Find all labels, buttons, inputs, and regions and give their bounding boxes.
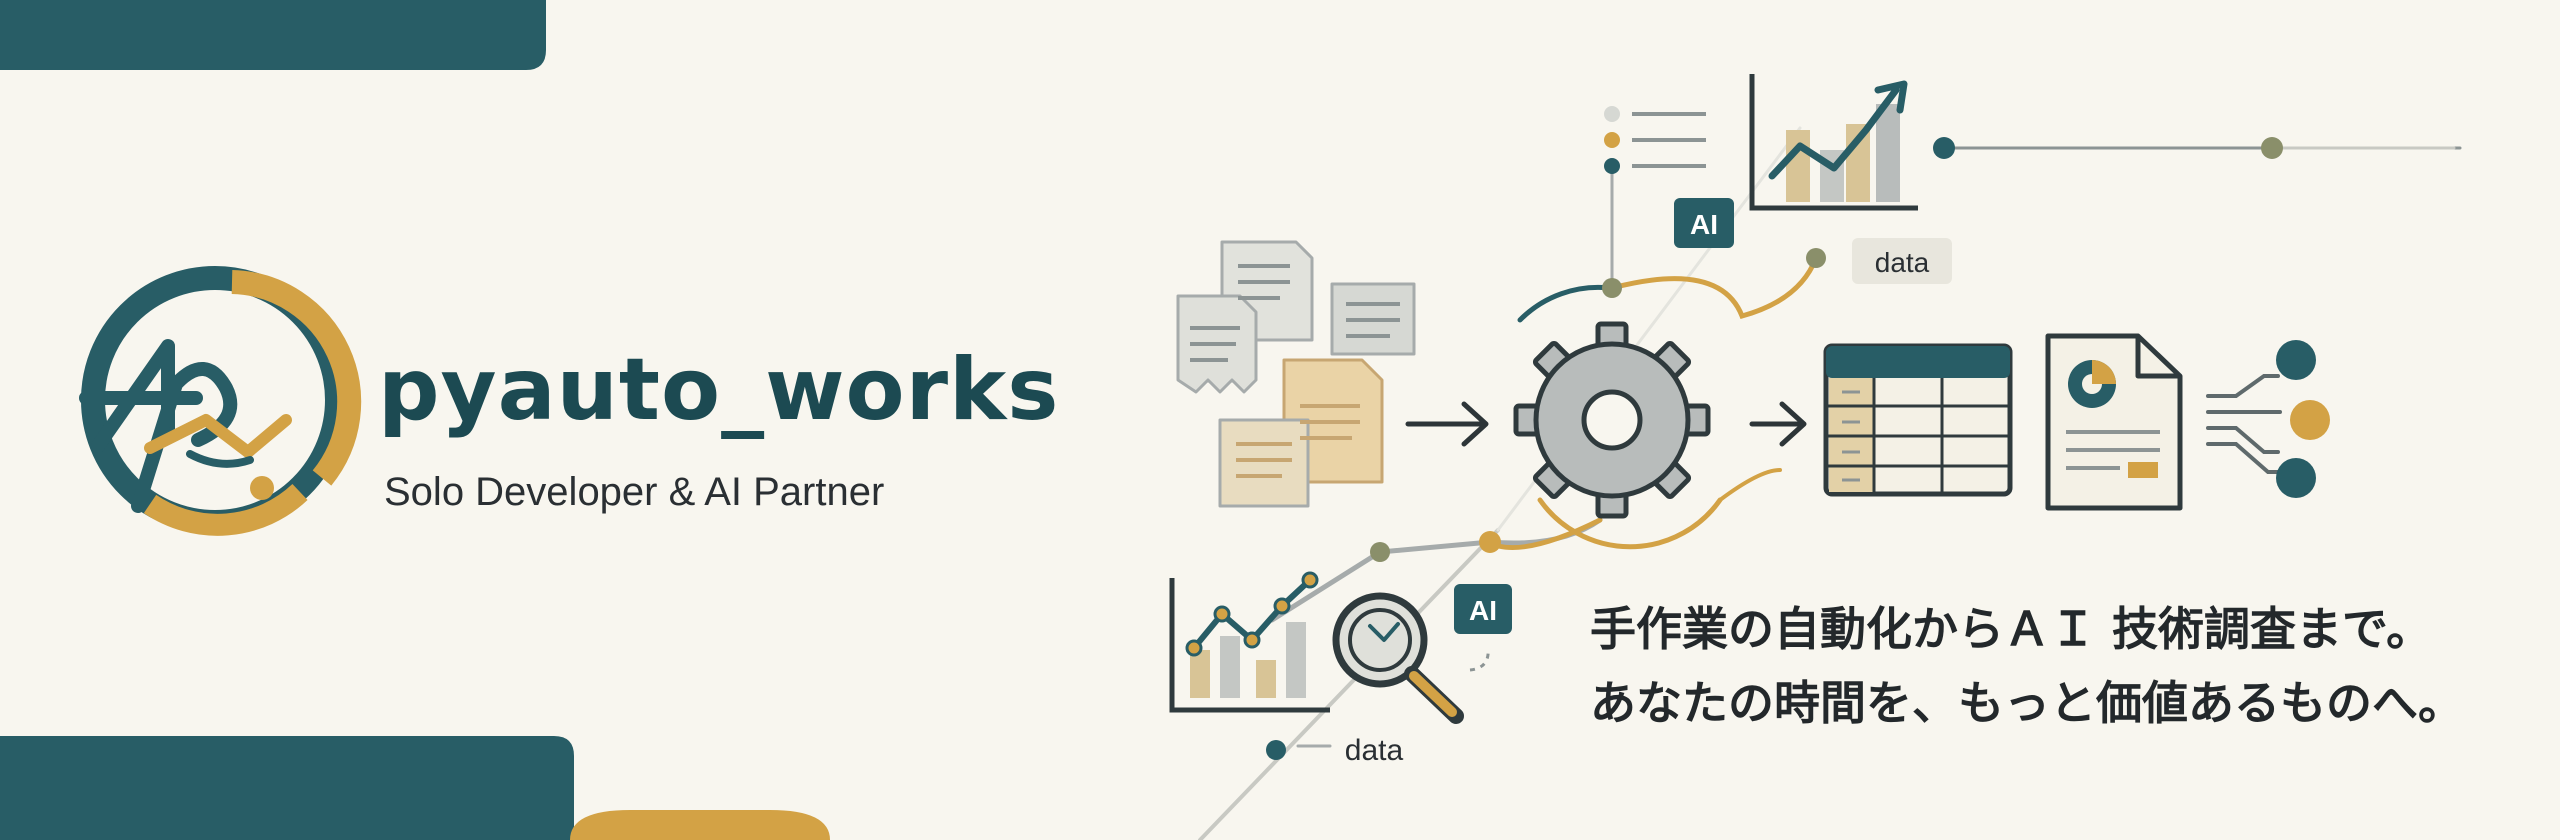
- brand-title: pyauto_works: [378, 340, 1060, 440]
- magnifier-icon: [1332, 592, 1490, 724]
- gear-icon: [1513, 321, 1711, 519]
- logo-emblem: [79, 266, 362, 536]
- tagline-line-1: 手作業の自動化からＡＩ 技術調査まで。: [1590, 602, 2433, 656]
- bottom-chart-icon: [1169, 571, 1330, 713]
- report-pie-icon: [2045, 333, 2183, 511]
- node-branch-icon: [2206, 340, 2330, 498]
- bar-line-chart-icon: [1749, 74, 1918, 211]
- ai-badge-bottom: AI: [1454, 584, 1512, 634]
- document-stack-icon: [1176, 240, 1416, 508]
- corner-decorations: [0, 0, 830, 840]
- svg-text:data: data: [1875, 247, 1930, 278]
- data-label-bottom: data: [1345, 734, 1404, 767]
- svg-text:AI: AI: [1690, 209, 1718, 240]
- svg-text:data: data: [1345, 734, 1404, 767]
- data-badge-top: data: [1852, 238, 1952, 284]
- spreadsheet-icon: [1823, 343, 2013, 497]
- ai-badge-top: AI: [1674, 198, 1734, 248]
- brand-subtitle: Solo Developer & AI Partner: [384, 470, 885, 514]
- arrow-right-icon: [1405, 401, 1807, 447]
- svg-text:AI: AI: [1469, 595, 1497, 626]
- tagline-line-2: あなたの時間を、もっと価値あるものへ。: [1590, 676, 2464, 730]
- list-lines-icon: [1604, 106, 1706, 174]
- node-dots: [1266, 137, 2283, 760]
